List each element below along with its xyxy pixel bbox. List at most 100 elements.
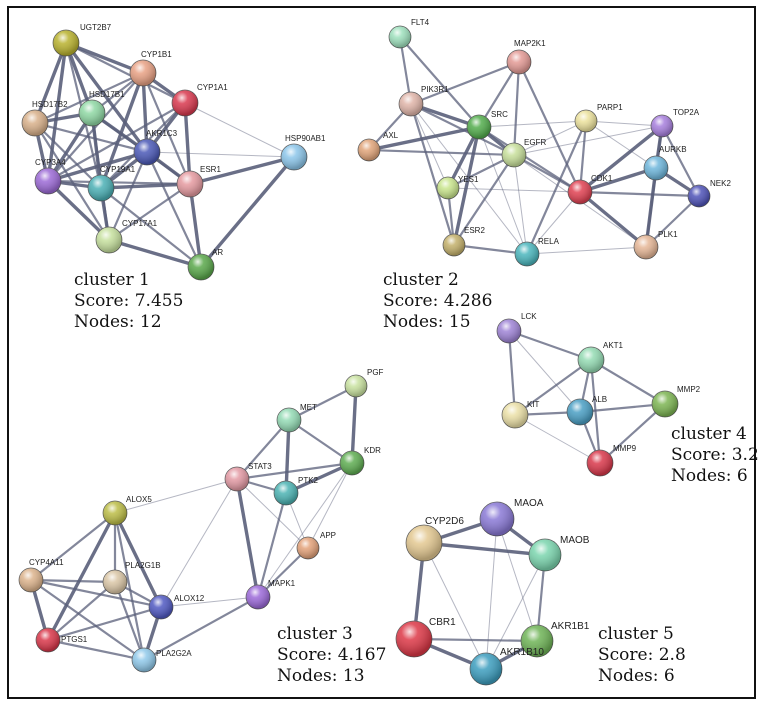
node-label: CDK1 xyxy=(591,174,613,183)
node-app[interactable]: APP xyxy=(296,531,336,560)
edge-hsp90ab1-ar xyxy=(199,155,296,269)
node-lck[interactable]: LCK xyxy=(496,312,537,344)
node-akr1b1[interactable]: AKR1B1 xyxy=(520,621,590,658)
node-hsp90ab1[interactable]: HSP90AB1 xyxy=(280,134,326,171)
node-cyp1a1[interactable]: CYP1A1 xyxy=(171,83,228,117)
node-pik3r1[interactable]: PIK3R1 xyxy=(398,85,449,117)
edge-kdr-stat3 xyxy=(235,461,354,481)
node-alox12[interactable]: ALOX12 xyxy=(148,594,205,620)
node-kit[interactable]: KIT xyxy=(501,400,540,429)
node-gloss xyxy=(396,621,432,657)
node-parp1[interactable]: PARP1 xyxy=(574,103,623,133)
node-maob[interactable]: MAOB xyxy=(528,535,590,572)
node-label: PARP1 xyxy=(597,103,623,112)
node-top2a[interactable]: TOP2A xyxy=(650,108,700,138)
node-akt1[interactable]: AKT1 xyxy=(577,341,624,374)
node-esr1[interactable]: ESR1 xyxy=(176,165,221,198)
edge-src-rela xyxy=(478,126,528,255)
node-aurkb[interactable]: AURKB xyxy=(643,145,687,181)
edge-maoa-akr1b10 xyxy=(485,518,498,670)
edge-met-kdr xyxy=(287,418,354,465)
node-gloss xyxy=(652,391,678,417)
edge-alox5-pla2g2a xyxy=(113,511,146,662)
node-axl[interactable]: AXL xyxy=(357,131,399,162)
node-maoa[interactable]: MAOA xyxy=(479,498,544,537)
node-src[interactable]: SRC xyxy=(466,110,508,140)
cluster-3-title: cluster 3 xyxy=(277,624,353,644)
node-gloss xyxy=(480,502,514,536)
cluster-3-score: Score: 4.167 xyxy=(277,645,387,665)
node-yes1[interactable]: YES1 xyxy=(436,175,479,200)
node-pla2g2a[interactable]: PLA2G2A xyxy=(131,647,192,673)
edge-cbr1-akr1b1 xyxy=(412,637,539,643)
node-gloss xyxy=(22,110,48,136)
node-hsd17b1[interactable]: HSD17B1 xyxy=(78,90,125,127)
node-cyp17a1[interactable]: CYP17A1 xyxy=(95,219,158,254)
edge-cyp1a1-cyp3a4 xyxy=(46,101,187,183)
node-gloss xyxy=(399,92,423,116)
node-mapk1[interactable]: MAPK1 xyxy=(245,579,296,610)
node-gloss xyxy=(246,585,270,609)
node-label: CYP1B1 xyxy=(141,50,172,59)
edge-axl-egfr xyxy=(367,148,516,157)
node-kdr[interactable]: KDR xyxy=(339,446,381,476)
node-pgf[interactable]: PGF xyxy=(344,368,384,398)
cluster-2-caption: cluster 2 Score: 4.286 Nodes: 15 xyxy=(383,270,492,333)
node-cyp3a4[interactable]: CYP3A4 xyxy=(34,158,66,195)
edge-kdr-mapk1 xyxy=(257,462,353,598)
node-gloss xyxy=(529,539,561,571)
cluster-4-caption: cluster 4 Score: 3.2 Nodes: 6 xyxy=(671,424,759,487)
edge-stat3-mapk1 xyxy=(235,477,260,599)
node-nek2[interactable]: NEK2 xyxy=(687,179,731,208)
node-cyp19a1[interactable]: CYP19A1 xyxy=(87,165,136,202)
node-cyp4a11[interactable]: CYP4A11 xyxy=(18,558,64,593)
edge-cyp1b1-cyp19a1 xyxy=(99,71,145,190)
node-gloss xyxy=(651,115,673,137)
edge-alox12-mapk1 xyxy=(160,596,259,608)
edge-ugt2b7-hsd17b2 xyxy=(33,41,68,125)
node-gloss xyxy=(644,156,668,180)
node-alox5[interactable]: ALOX5 xyxy=(102,495,152,526)
node-cyp2d6[interactable]: CYP2D6 xyxy=(405,516,464,562)
node-akr1b10[interactable]: AKR1B10 xyxy=(469,647,544,686)
node-cyp1b1[interactable]: CYP1B1 xyxy=(129,50,172,87)
edge-cyp19a1-ar xyxy=(99,186,203,269)
node-label: UGT2B7 xyxy=(80,23,112,32)
node-gloss xyxy=(515,242,539,266)
edge-lck-kit xyxy=(507,329,517,417)
node-pla2g1b[interactable]: PLA2G1B xyxy=(102,561,161,595)
node-label: CYP3A4 xyxy=(35,158,66,167)
edge-hsd17b2-cyp19a1 xyxy=(33,121,103,190)
node-flt4[interactable]: FLT4 xyxy=(388,18,430,49)
edge-maoa-akr1b1 xyxy=(496,518,538,642)
node-ptk2[interactable]: PTK2 xyxy=(273,476,319,506)
node-gloss xyxy=(172,90,198,116)
node-alb[interactable]: ALB xyxy=(566,395,607,426)
node-ugt2b7[interactable]: UGT2B7 xyxy=(52,23,112,57)
node-plk1[interactable]: PLK1 xyxy=(633,230,678,260)
node-gloss xyxy=(79,100,105,126)
edge-cyp17a1-ar xyxy=(107,238,203,269)
node-gloss xyxy=(281,144,307,170)
node-mmp2[interactable]: MMP2 xyxy=(651,385,701,418)
node-gloss xyxy=(297,537,319,559)
node-hsd17b2[interactable]: HSD17B2 xyxy=(21,100,68,137)
node-met[interactable]: MET xyxy=(276,403,317,433)
node-rela[interactable]: RELA xyxy=(514,237,560,267)
node-gloss xyxy=(688,185,710,207)
node-ar[interactable]: AR xyxy=(187,248,223,281)
node-mmp9[interactable]: MMP9 xyxy=(586,444,637,477)
node-label: LCK xyxy=(521,312,537,321)
node-egfr[interactable]: EGFR xyxy=(501,138,546,168)
node-label: AXL xyxy=(383,131,399,140)
node-cdk1[interactable]: CDK1 xyxy=(567,174,613,205)
node-akr1c3[interactable]: AKR1C3 xyxy=(133,129,178,166)
edge-lck-alb xyxy=(508,330,581,413)
node-esr2[interactable]: ESR2 xyxy=(442,226,485,257)
node-map2k1[interactable]: MAP2K1 xyxy=(506,39,546,75)
node-ptgs1[interactable]: PTGS1 xyxy=(35,627,88,653)
node-cbr1[interactable]: CBR1 xyxy=(395,617,456,658)
node-stat3[interactable]: STAT3 xyxy=(224,462,272,492)
node-gloss xyxy=(358,139,380,161)
